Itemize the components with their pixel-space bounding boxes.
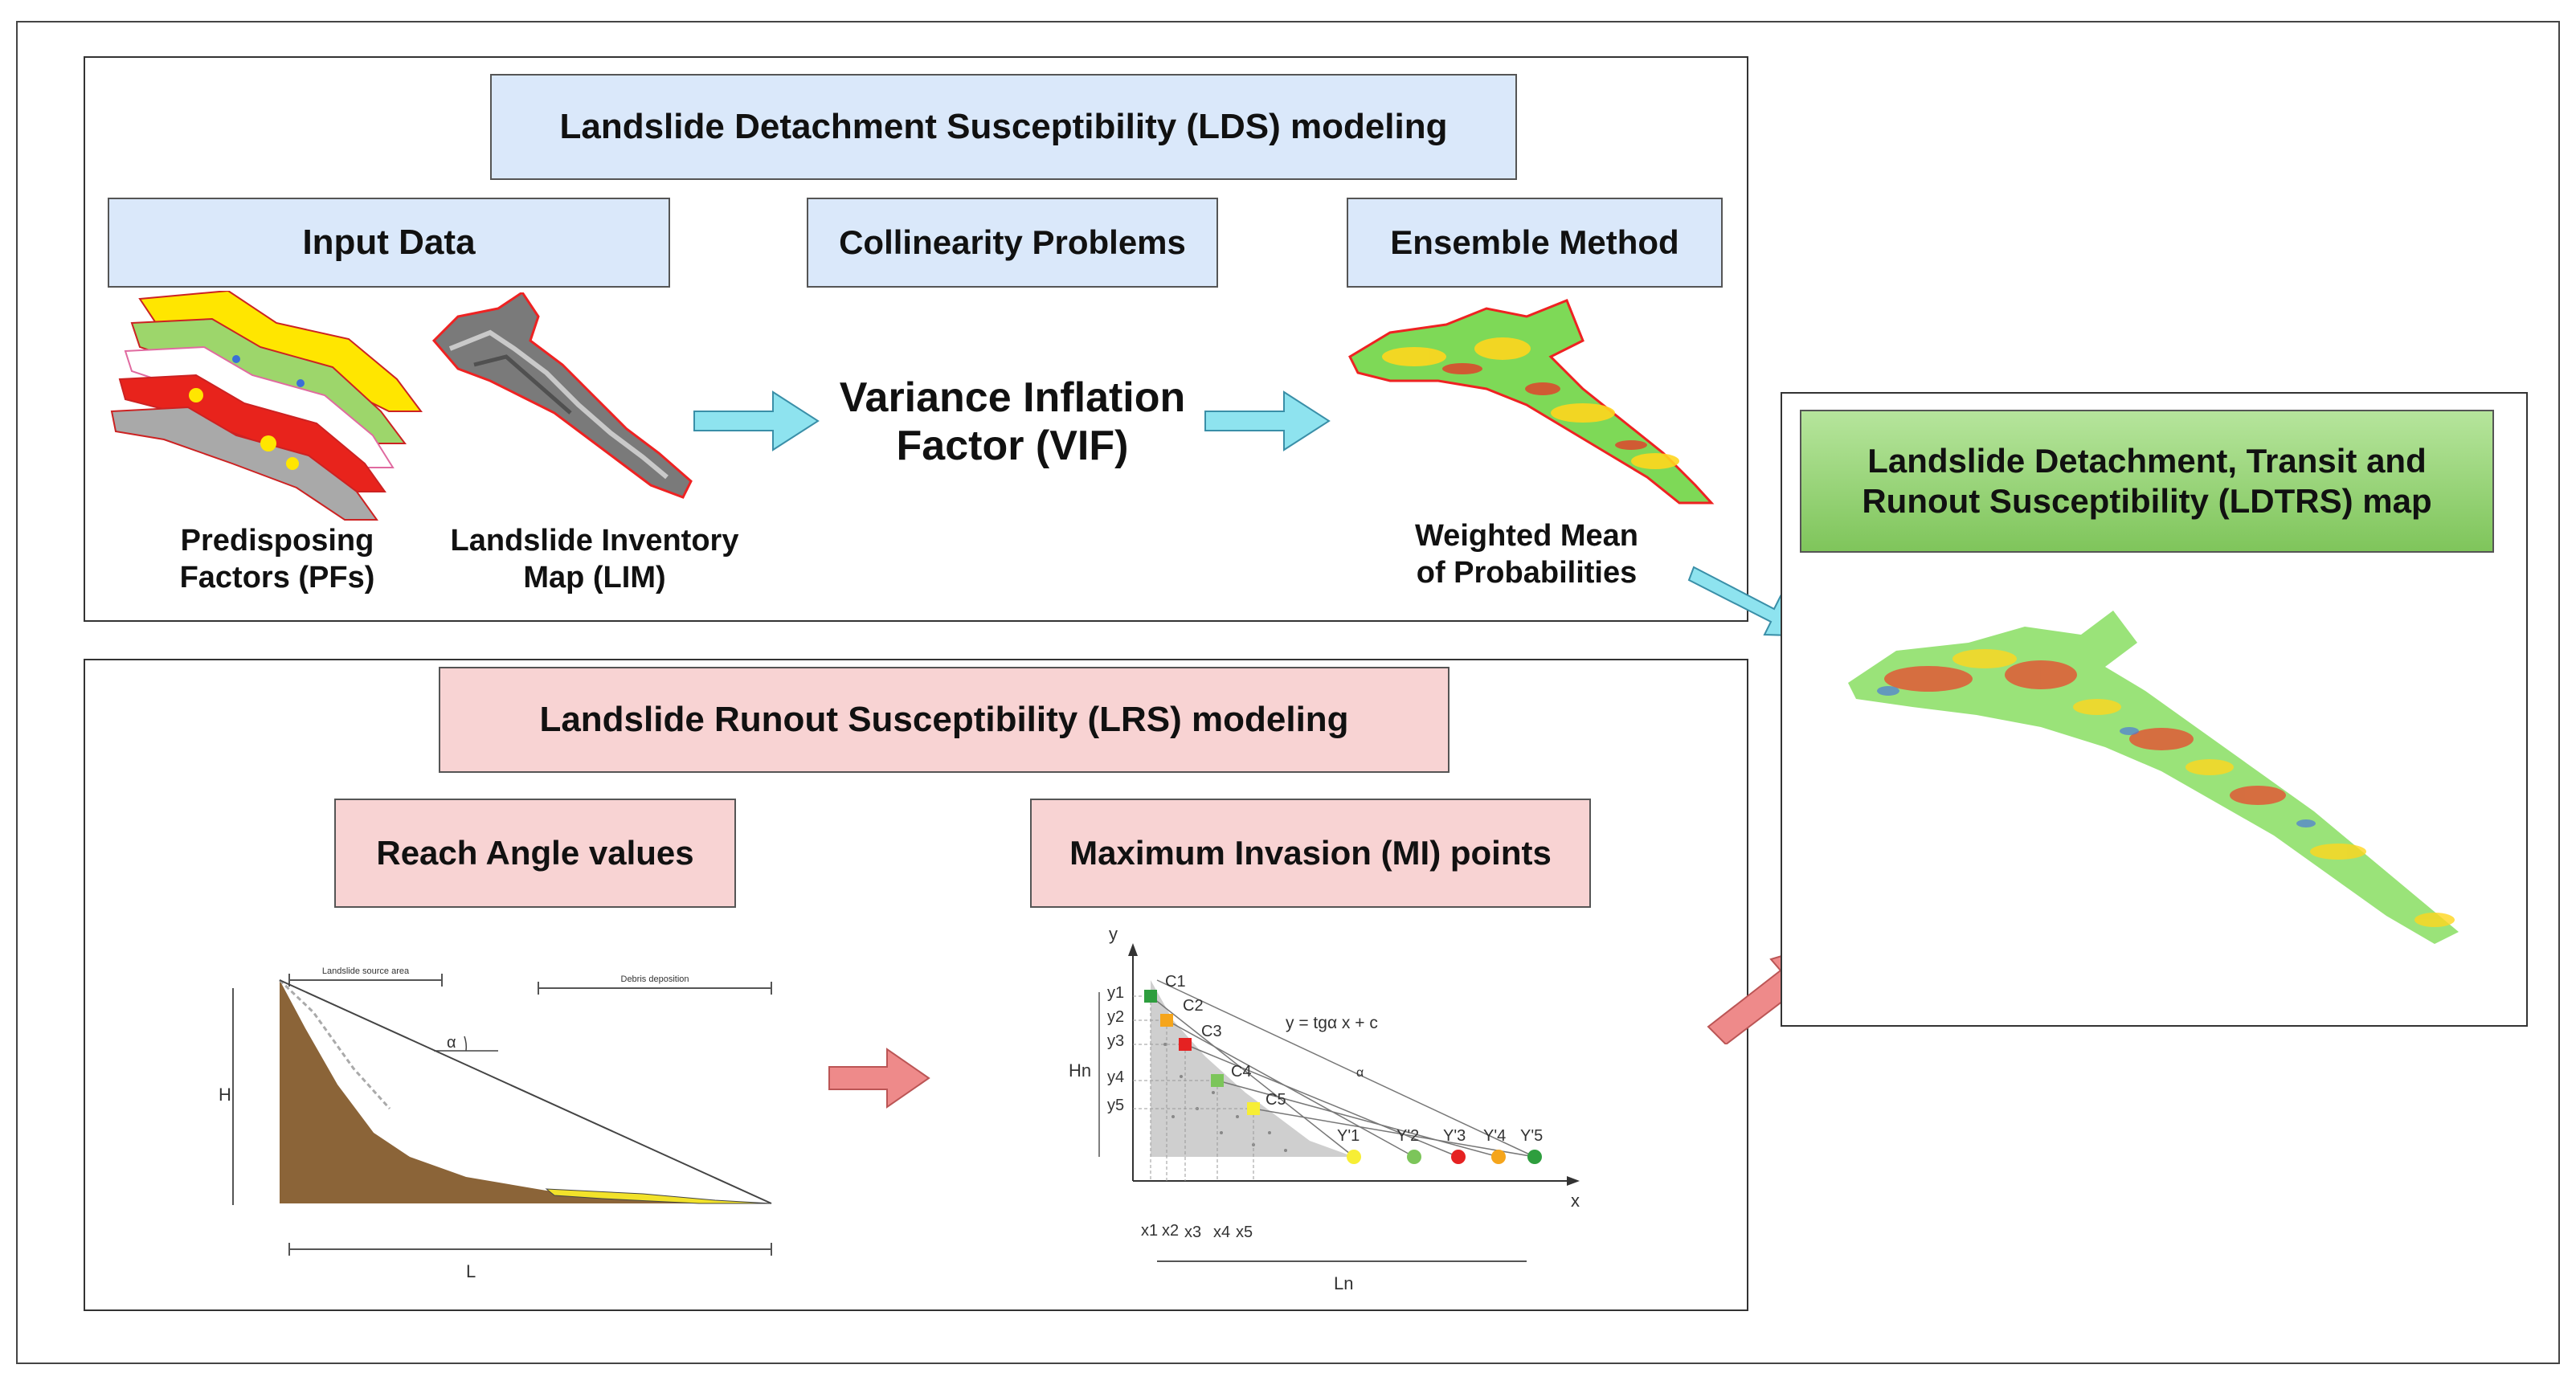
lim-label-line1: Landslide Inventory: [450, 524, 739, 558]
point-c4: [1211, 1074, 1224, 1087]
lrs-title: Landslide Runout Susceptibility (LRS) mo…: [439, 667, 1450, 773]
point-y4: [1491, 1150, 1506, 1164]
point-c5: [1247, 1102, 1260, 1115]
ln-label: Ln: [1334, 1273, 1353, 1293]
predisposing-factors-map: [110, 291, 423, 521]
pf-label-line2: Factors (PFs): [179, 561, 375, 595]
collinearity-header: Collinearity Problems: [807, 198, 1218, 288]
wmp-label-line2: of Probabilities: [1416, 556, 1638, 590]
debris-label: Debris deposition: [621, 974, 689, 984]
hn-label: Hn: [1069, 1060, 1091, 1081]
arrow-reach-to-mi: [828, 1048, 930, 1109]
point-c2: [1160, 1014, 1173, 1027]
label-c4: C4: [1231, 1063, 1252, 1081]
ensemble-susceptibility-map: [1348, 299, 1715, 505]
mi-equation: y = tgα x + c: [1286, 1014, 1378, 1032]
ldtrs-map: [1848, 611, 2459, 944]
point-c1: [1144, 990, 1157, 1003]
wmp-label-line1: Weighted Mean: [1415, 519, 1638, 553]
ensemble-header: Ensemble Method: [1347, 198, 1723, 288]
lim-label-line2: Map (LIM): [523, 561, 666, 595]
label-x2: x2: [1162, 1222, 1179, 1240]
reach-angle-header: Reach Angle values: [334, 799, 736, 908]
label-x5: x5: [1236, 1224, 1253, 1241]
label-y2: y2: [1107, 1008, 1124, 1026]
pf-label-line1: Predisposing: [180, 524, 374, 558]
point-y1: [1347, 1150, 1361, 1164]
label-yp3: Y'3: [1443, 1127, 1466, 1145]
reach-angle-diagram: Landslide source area Debris deposition …: [219, 966, 772, 1281]
mi-x-axis-label: x: [1571, 1191, 1580, 1211]
outer-frame: [16, 21, 2560, 1364]
label-yp4: Y'4: [1483, 1127, 1506, 1145]
lim-label: Landslide Inventory Map (LIM): [434, 522, 755, 597]
source-area-label: Landslide source area: [322, 966, 410, 976]
label-c3: C3: [1201, 1023, 1222, 1040]
vif-label-line1: Variance Inflation: [839, 374, 1186, 421]
landslide-inventory-map: [431, 292, 693, 499]
label-y5: y5: [1107, 1097, 1124, 1114]
ldtrs-title: Landslide Detachment, Transit and Runout…: [1800, 410, 2494, 553]
lds-title: Landslide Detachment Susceptibility (LDS…: [490, 74, 1517, 180]
mi-points-diagram: y x C1 C2 C3 C4 C5 y = tgα x + c α Hn y1…: [1069, 924, 1580, 1293]
label-yp2: Y'2: [1396, 1127, 1419, 1145]
ldtrs-title-line1: Landslide Detachment, Transit and: [1867, 441, 2427, 480]
label-x1: x1: [1141, 1222, 1158, 1240]
input-data-header: Input Data: [108, 198, 670, 288]
label-y3: y3: [1107, 1032, 1124, 1050]
label-c5: C5: [1266, 1091, 1286, 1109]
label-y1: y1: [1107, 984, 1124, 1002]
arrow-lim-to-vif: [693, 390, 820, 451]
label-c2: C2: [1183, 997, 1204, 1015]
label-x4: x4: [1213, 1224, 1230, 1241]
label-yp5: Y'5: [1520, 1127, 1543, 1145]
mi-points-header: Maximum Invasion (MI) points: [1030, 799, 1591, 908]
pf-label: Predisposing Factors (PFs): [137, 522, 418, 597]
point-y5: [1527, 1150, 1542, 1164]
height-label: H: [219, 1085, 231, 1105]
label-x3: x3: [1184, 1224, 1201, 1241]
mi-alpha: α: [1356, 1066, 1364, 1080]
mi-y-axis-label: y: [1109, 924, 1118, 944]
wmp-label: Weighted Mean of Probabilities: [1358, 517, 1695, 592]
length-label: L: [466, 1261, 476, 1281]
angle-label: α: [447, 1034, 456, 1052]
vif-label-line2: Factor (VIF): [896, 422, 1129, 469]
point-c3: [1179, 1038, 1192, 1051]
label-y4: y4: [1107, 1068, 1124, 1086]
point-y2: [1407, 1150, 1421, 1164]
ldtrs-title-line2: Runout Susceptibility (LDTRS) map: [1862, 482, 2432, 520]
label-c1: C1: [1165, 973, 1186, 991]
point-y3: [1451, 1150, 1466, 1164]
vif-label: Variance Inflation Factor (VIF): [812, 374, 1213, 471]
arrow-vif-to-ensemble: [1204, 390, 1331, 451]
label-yp1: Y'1: [1337, 1127, 1360, 1145]
